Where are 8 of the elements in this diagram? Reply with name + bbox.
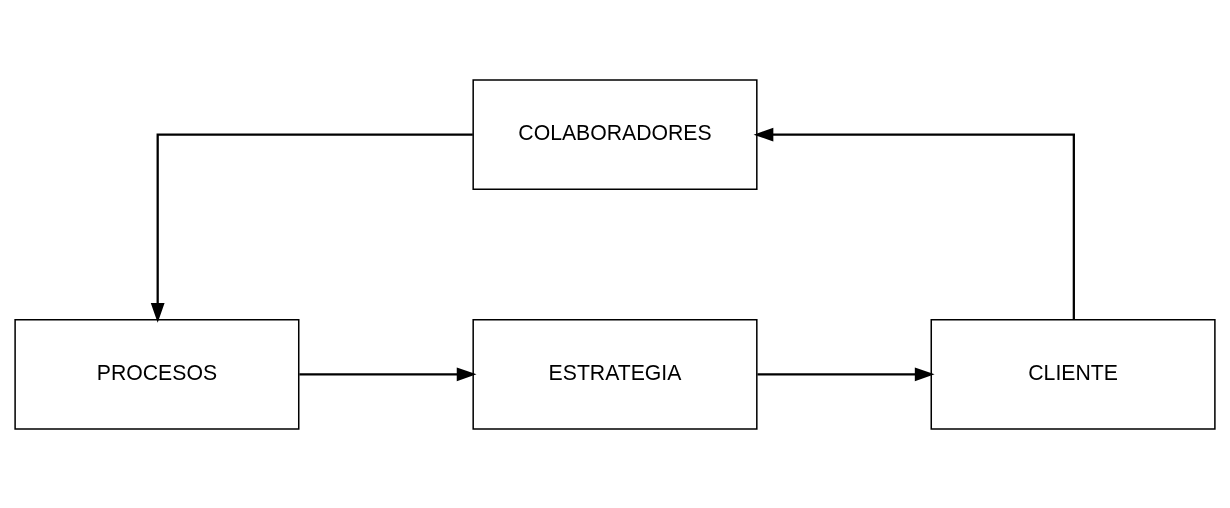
node-box: COLABORADORES xyxy=(472,78,758,190)
node-box: ESTRATEGIA xyxy=(472,318,758,430)
arrow xyxy=(299,366,477,381)
node-box: PROCESOS xyxy=(14,318,300,430)
node-box: CLIENTE xyxy=(930,318,1216,430)
arrow xyxy=(150,133,473,323)
arrow xyxy=(757,366,935,381)
arrow xyxy=(753,127,1075,319)
